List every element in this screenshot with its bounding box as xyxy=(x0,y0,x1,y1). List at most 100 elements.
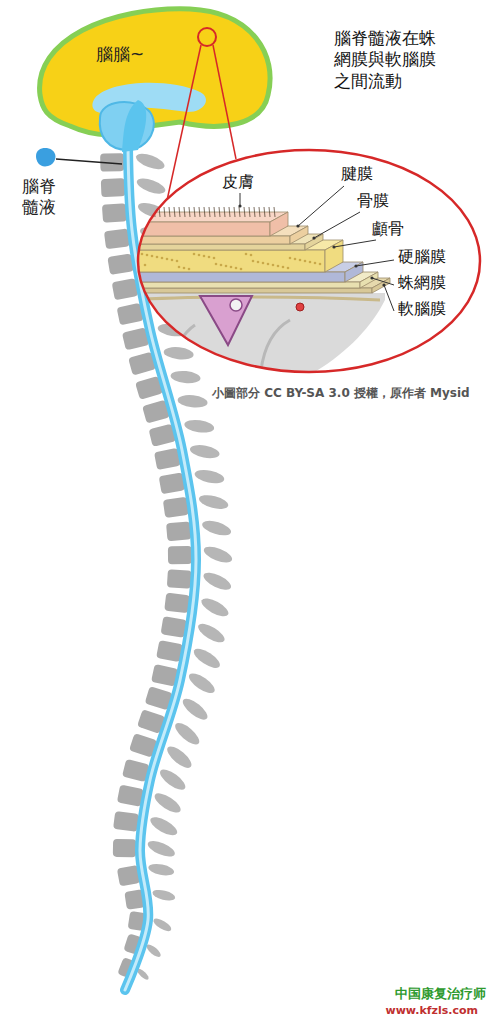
bone-pore xyxy=(287,267,290,270)
hair xyxy=(199,207,200,217)
sinus xyxy=(230,299,242,311)
bone-pore xyxy=(198,254,201,257)
spinous-process xyxy=(163,346,194,361)
bone-pore xyxy=(166,258,169,261)
vertebra-body xyxy=(101,178,126,197)
bone-pore xyxy=(220,264,223,267)
bone-pore xyxy=(267,263,270,266)
part-label: 皮膚 xyxy=(222,172,254,192)
leader-line xyxy=(356,260,394,266)
zoom-line xyxy=(213,45,236,159)
spinous-process xyxy=(195,620,227,646)
pia-layer xyxy=(130,288,372,293)
vertebra-body xyxy=(164,593,190,614)
bone-pore xyxy=(188,268,191,271)
bone-pore xyxy=(289,257,292,260)
periosteum-layer xyxy=(305,234,323,250)
leader-dot xyxy=(238,204,241,207)
spinous-process xyxy=(172,719,203,748)
vertebra-body xyxy=(166,521,191,541)
brain xyxy=(40,9,271,152)
vertebra-body xyxy=(168,546,192,564)
credit-note: 小圖部分 CC BY-SA 3.0 授權，原作者 Mysid xyxy=(212,386,470,401)
bone-pore xyxy=(319,263,322,266)
hair xyxy=(174,207,175,217)
vertebra-body xyxy=(163,497,189,518)
vertebra-body xyxy=(154,448,181,470)
vertebra-body xyxy=(104,228,130,249)
leader-dot xyxy=(312,236,315,239)
bone-pore xyxy=(161,257,164,260)
hair xyxy=(254,207,255,217)
inset xyxy=(130,207,390,380)
vertebra-body xyxy=(117,303,144,326)
spinous-process xyxy=(201,569,233,593)
vertebra-body xyxy=(102,203,127,223)
spinous-process xyxy=(134,151,166,173)
bone-pore xyxy=(294,258,297,261)
falx xyxy=(200,296,252,345)
vertebra-body xyxy=(117,785,144,807)
bone-pore xyxy=(225,265,228,268)
hair xyxy=(179,207,180,217)
hair xyxy=(219,207,220,217)
bone-pore xyxy=(213,257,216,260)
part-label: 顱骨 xyxy=(372,219,404,239)
watermark: www.kfzls.com xyxy=(385,1004,478,1018)
part-label: 硬腦膜 xyxy=(398,247,446,267)
spinous-process xyxy=(180,695,211,723)
aponeurosis-layer xyxy=(290,226,308,244)
bone-pore xyxy=(156,256,159,259)
bone-pore xyxy=(309,261,312,264)
hair xyxy=(164,207,165,217)
part-label: 腦脊髓液在蛛網膜與軟腦膜之間流動 xyxy=(334,28,443,92)
spinous-process xyxy=(152,790,184,816)
bone-pore xyxy=(178,266,181,269)
bone-pore xyxy=(141,253,144,256)
blood-vessel xyxy=(296,303,304,311)
bone-pore xyxy=(171,259,174,262)
spinous-process xyxy=(135,175,167,196)
spinous-process xyxy=(152,888,177,902)
hair xyxy=(259,207,260,217)
vertebra-body xyxy=(112,278,139,300)
leader-line xyxy=(334,240,376,247)
aponeurosis-layer xyxy=(130,236,290,244)
spinous-process xyxy=(199,595,231,620)
spinous-process xyxy=(145,943,163,959)
vertebra-body xyxy=(113,811,139,832)
bone-pore xyxy=(277,265,280,268)
leader-dot xyxy=(370,276,373,279)
zoom-marker xyxy=(198,28,216,46)
leader-line xyxy=(384,285,394,311)
spinous-process xyxy=(184,418,215,434)
hair xyxy=(249,207,250,217)
spinous-process xyxy=(186,670,218,697)
bone-pore xyxy=(183,267,186,270)
hair xyxy=(229,207,230,217)
spinous-process xyxy=(152,916,174,933)
leader-line xyxy=(240,193,241,206)
membrane-curve xyxy=(130,297,380,300)
spinous-process xyxy=(177,394,208,409)
vertebra-body xyxy=(107,253,134,275)
arachnoid-layer xyxy=(130,282,360,288)
hair xyxy=(149,207,150,217)
part-label: 腦腦~ xyxy=(96,44,144,65)
spinous-process xyxy=(194,468,226,486)
spinous-process xyxy=(148,814,180,839)
arachnoid-layer xyxy=(360,272,378,288)
sulcus xyxy=(170,325,195,380)
bone-pore xyxy=(240,268,243,271)
bone-pore xyxy=(299,259,302,262)
hair xyxy=(169,207,170,217)
bone-pore xyxy=(215,263,218,266)
hair xyxy=(234,207,235,217)
hair xyxy=(204,207,205,217)
vertebra-body xyxy=(161,616,188,638)
spinous-process xyxy=(147,862,175,877)
bone-pore xyxy=(146,254,149,257)
part-label: 骨膜 xyxy=(357,191,389,211)
bone-pore xyxy=(208,256,211,259)
